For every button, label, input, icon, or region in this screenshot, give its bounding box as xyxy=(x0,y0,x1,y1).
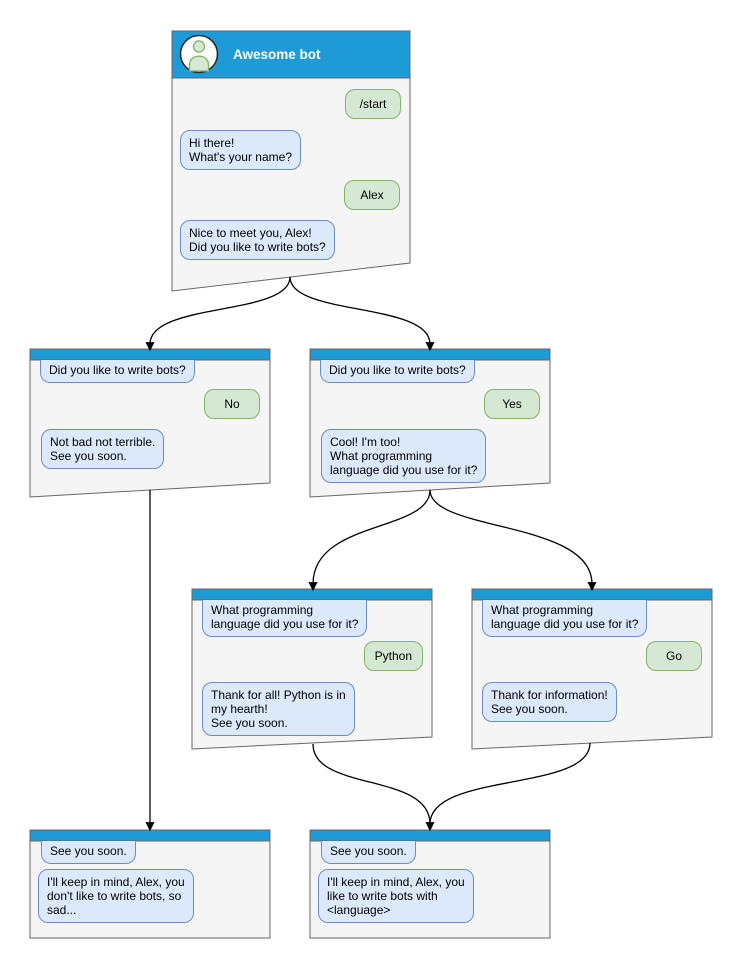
bot-message-bubble: Thank for all! Python is in my hearth! S… xyxy=(202,682,355,736)
no-chat-header-bar xyxy=(29,348,271,361)
bot-message-bubble: I'll keep in mind, Alex, you like to wri… xyxy=(318,869,474,923)
bot-message-bubble: Hi there! What's your name? xyxy=(180,130,302,170)
bot-message-bubble: See you soon. xyxy=(41,841,136,864)
arrow-yes-to-go xyxy=(429,489,597,592)
bot-message-bubble: Not bad not terrible. See you soon. xyxy=(41,429,165,469)
python-chat-header-bar xyxy=(191,588,433,601)
bot-avatar-icon xyxy=(179,34,219,74)
end-yes-chat-header-bar xyxy=(309,829,551,842)
user-message-bubble: /start xyxy=(345,89,401,119)
bot-message-bubble: Did you like to write bots? xyxy=(320,360,475,383)
arrow-go-to-end xyxy=(429,742,591,825)
yes-chat-header-bar xyxy=(309,348,551,361)
bot-message-bubble: Thank for information! See you soon. xyxy=(482,682,617,722)
user-message-bubble: Yes xyxy=(484,389,540,419)
bot-message-bubble: Cool! I'm too! What programming language… xyxy=(321,429,487,483)
go-chat-header-bar xyxy=(471,588,713,601)
end-no-chat-header-bar xyxy=(29,829,271,842)
bot-message-bubble: I'll keep in mind, Alex, you don't like … xyxy=(38,869,194,923)
bot-message-bubble: See you soon. xyxy=(321,841,416,864)
user-message-bubble: Go xyxy=(646,641,702,671)
user-message-bubble: No xyxy=(204,389,260,419)
arrow-main-to-no xyxy=(145,276,291,352)
arrow-python-to-end xyxy=(312,743,435,832)
user-message-bubble: Python xyxy=(363,641,423,671)
bot-message-bubble: Nice to meet you, Alex! Did you like to … xyxy=(180,220,335,260)
user-message-bubble: Alex xyxy=(344,180,400,210)
main-chat-title: Awesome bot xyxy=(233,47,321,62)
bot-message-bubble: What programming language did you use fo… xyxy=(202,600,368,637)
arrow-main-to-yes xyxy=(289,276,435,352)
bot-message-bubble: Did you like to write bots? xyxy=(40,360,195,383)
arrow-yes-to-python xyxy=(308,489,431,592)
bot-message-bubble: What programming language did you use fo… xyxy=(482,600,648,637)
